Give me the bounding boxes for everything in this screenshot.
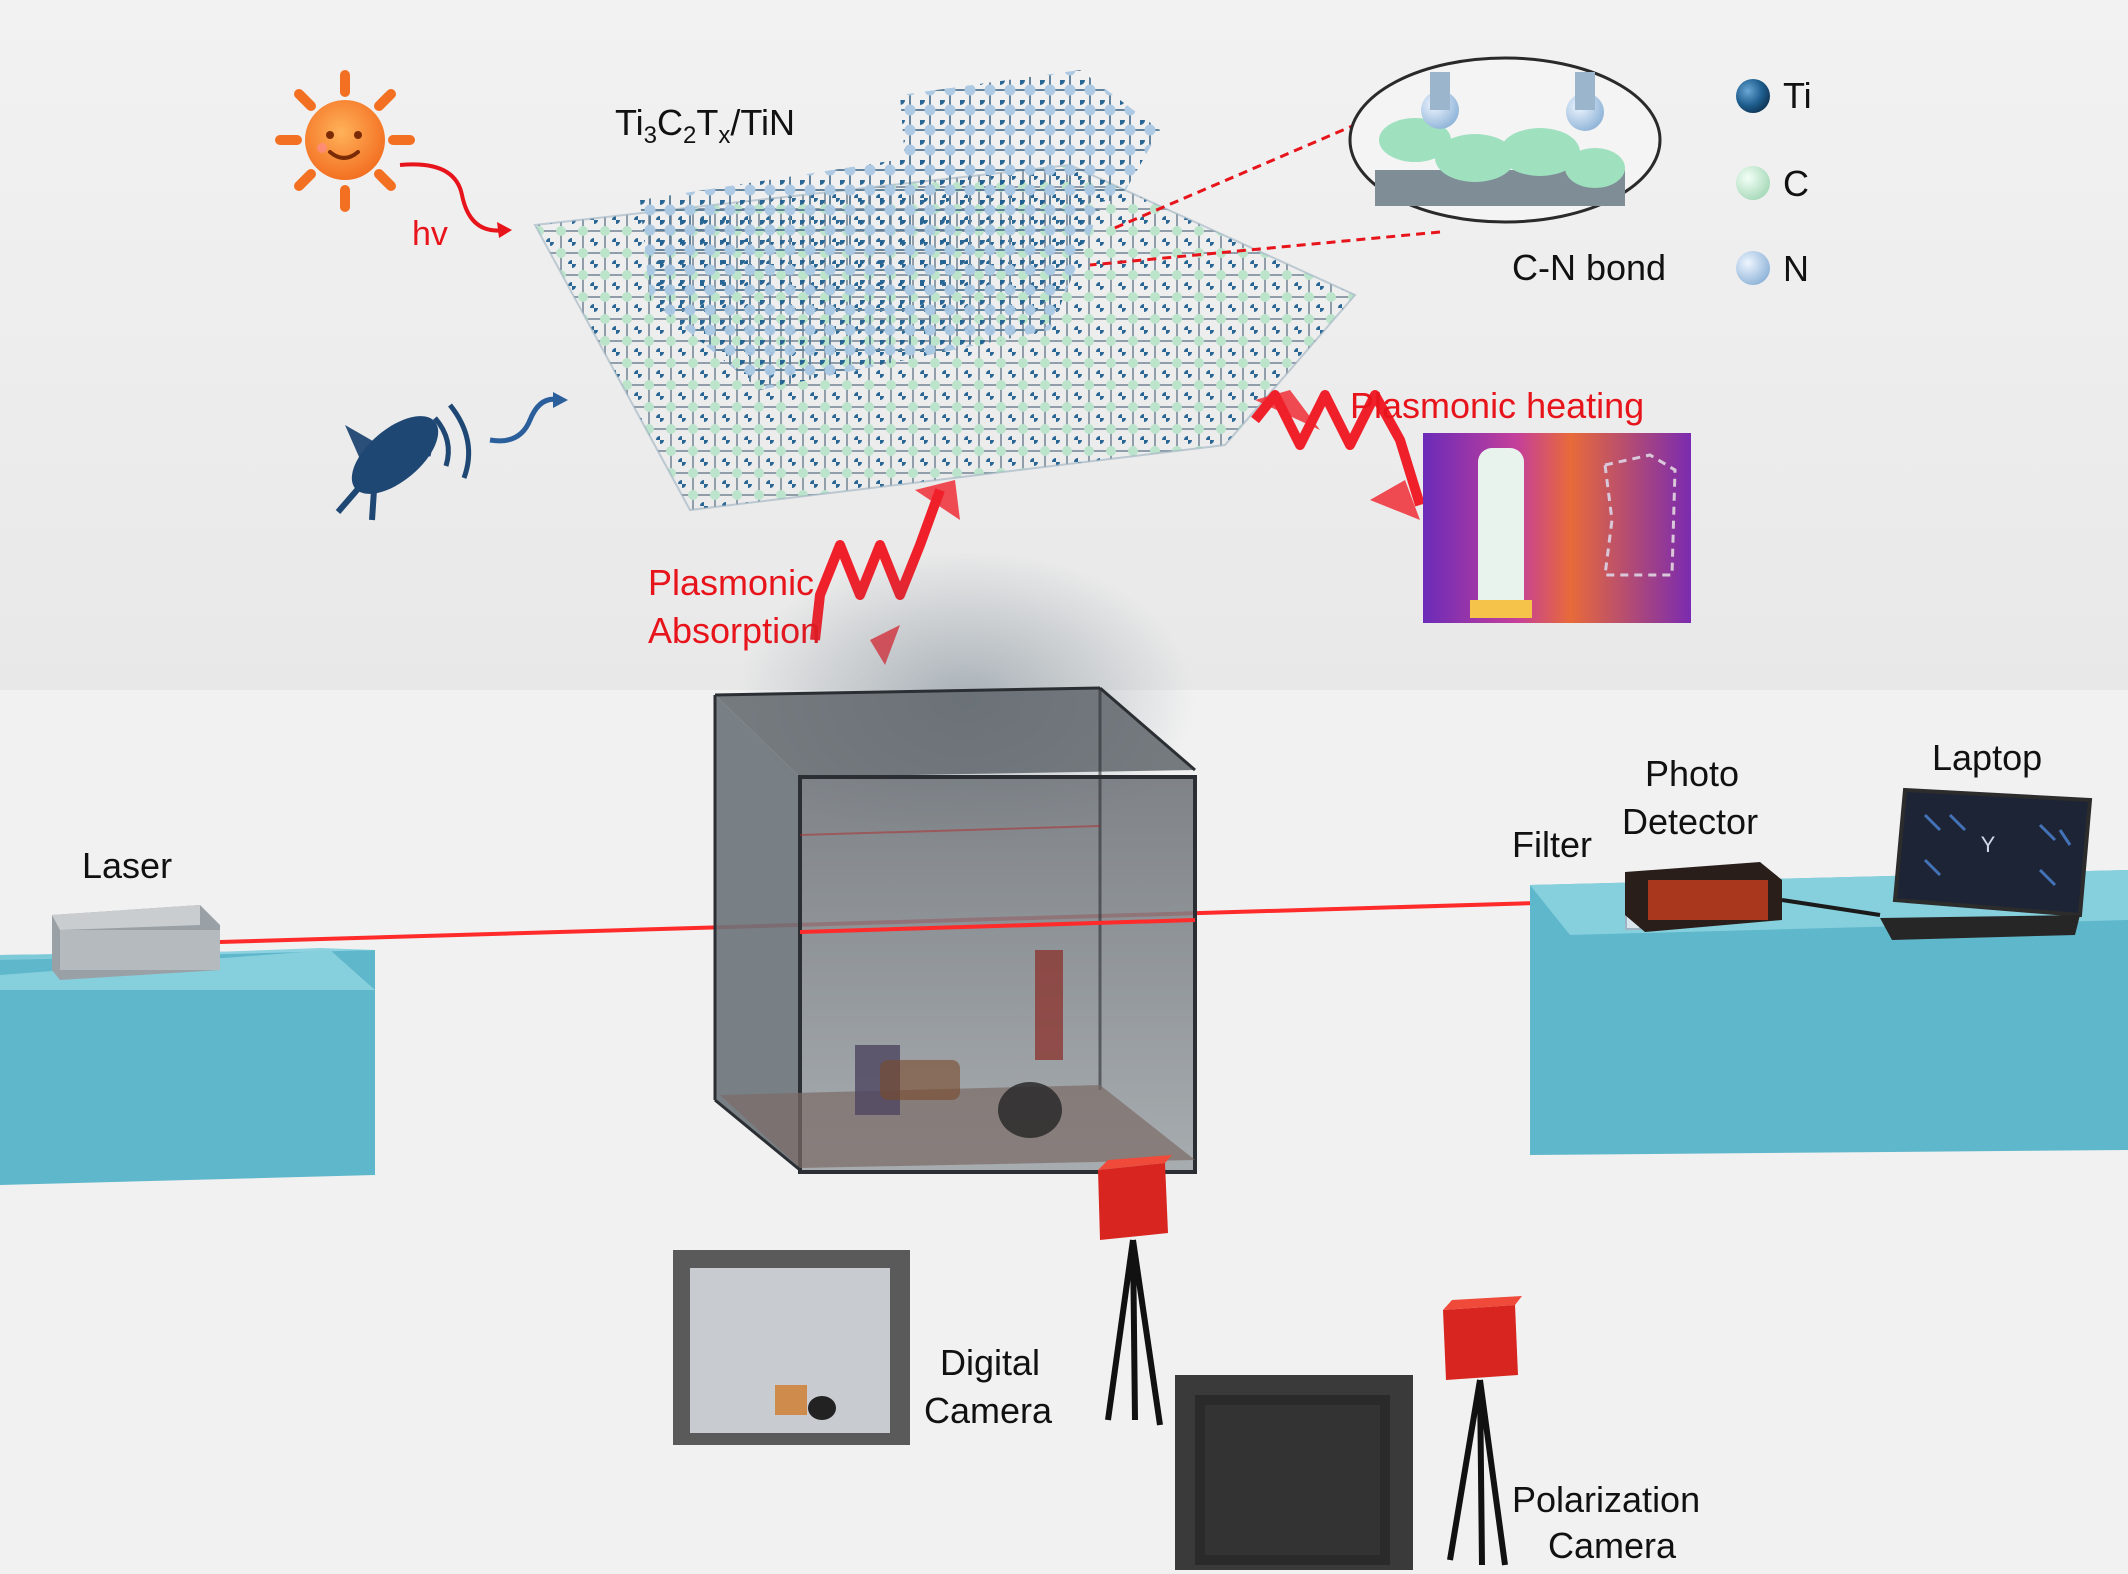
digital-camera-label-line2: Camera	[924, 1390, 1053, 1431]
legend-c-swatch	[1736, 166, 1770, 200]
legend-c-label: C	[1783, 163, 1809, 204]
photodetector-label-line1: Photo	[1645, 753, 1739, 794]
atom-legend: Ti C N	[1736, 75, 1812, 289]
plasmonic-absorption-label-line1: Plasmonic	[648, 562, 814, 603]
plasmonic-heating-label: Plasmonic heating	[1350, 385, 1644, 426]
material-formula: Ti3C2Tx/TiN	[615, 102, 795, 149]
photodetector-device	[1625, 862, 1881, 932]
polarization-camera	[1443, 1296, 1522, 1566]
digital-camera	[1098, 1155, 1172, 1426]
microwave-arrow	[489, 396, 561, 444]
legend-ti-swatch	[1736, 79, 1770, 113]
mxene-lattice	[533, 70, 1357, 512]
cn-bond-label: C-N bond	[1512, 247, 1666, 288]
svg-text:Y: Y	[1981, 832, 1996, 857]
laser-label: Laser	[82, 845, 172, 886]
polarization-camera-photo	[1175, 1375, 1413, 1570]
hv-label: hv	[412, 215, 448, 253]
digital-camera-label-line1: Digital	[940, 1342, 1040, 1383]
digital-camera-photo	[673, 1250, 910, 1445]
sample-box	[713, 686, 1197, 1174]
laser-device	[52, 905, 220, 980]
thermal-image	[1423, 433, 1691, 623]
laptop-device: Y	[1880, 787, 2093, 940]
polarization-camera-label-line1: Polarization	[1512, 1479, 1700, 1520]
legend-n-swatch	[1736, 251, 1770, 285]
legend-n-label: N	[1783, 248, 1809, 289]
polarization-camera-label-line2: Camera	[1548, 1525, 1677, 1566]
filter-label: Filter	[1512, 824, 1592, 865]
satellite-dish-icon	[335, 403, 472, 521]
light-arrow	[399, 162, 506, 233]
cn-bond-zoom	[1089, 56, 1662, 267]
left-table	[0, 948, 375, 1185]
legend-ti-label: Ti	[1783, 75, 1812, 116]
laptop-label: Laptop	[1932, 737, 2042, 778]
sun-icon	[275, 70, 415, 212]
photodetector-label-line2: Detector	[1622, 801, 1758, 842]
